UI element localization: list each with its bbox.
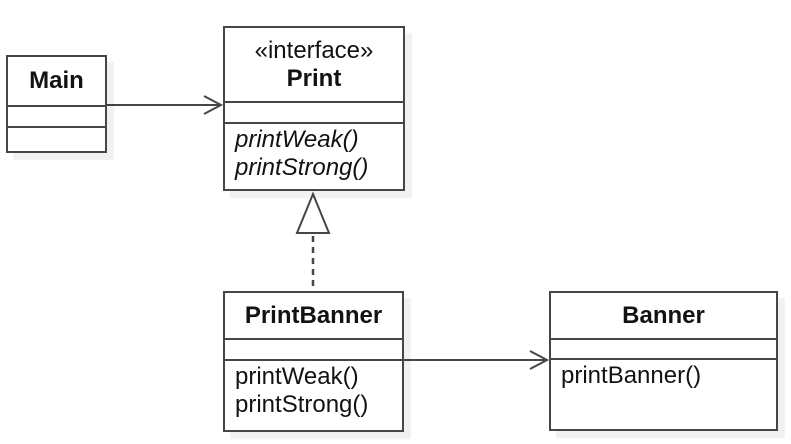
class-title: Print — [286, 64, 342, 92]
class-title: Main — [29, 67, 84, 94]
method-label: printWeak() — [235, 363, 359, 390]
title-compartment: Main — [8, 57, 105, 105]
method-label: printWeak() — [235, 126, 359, 153]
title-compartment: Banner — [551, 293, 776, 338]
class-box-main: Main — [6, 55, 107, 153]
open-arrowhead-icon — [203, 95, 224, 115]
methods-compartment: printWeak() printStrong() — [225, 122, 403, 189]
method-label: printStrong() — [235, 154, 369, 181]
open-arrowhead-icon — [529, 350, 550, 370]
class-box-print: «interface» Print printWeak() printStron… — [223, 26, 405, 191]
method-label: printStrong() — [235, 391, 369, 418]
class-box-banner: Banner printBanner() — [549, 291, 778, 431]
attributes-compartment — [225, 338, 402, 359]
class-box-printbanner: PrintBanner printWeak() printStrong() — [223, 291, 404, 432]
title-compartment: «interface» Print — [225, 28, 403, 101]
methods-compartment — [8, 126, 105, 151]
association-main-print — [107, 95, 224, 115]
methods-compartment: printBanner() — [551, 358, 776, 429]
attributes-compartment — [225, 101, 403, 122]
class-title: PrintBanner — [244, 301, 383, 329]
class-title: Banner — [622, 301, 705, 329]
attributes-compartment — [8, 105, 105, 126]
title-compartment: PrintBanner — [225, 293, 402, 338]
stereotype-label: «interface» — [254, 36, 374, 64]
realization-printbanner-print — [295, 191, 331, 290]
attributes-compartment — [551, 338, 776, 358]
association-printbanner-banner — [404, 350, 550, 370]
method-label: printBanner() — [561, 362, 702, 389]
hollow-triangle-icon — [295, 191, 331, 234]
methods-compartment: printWeak() printStrong() — [225, 359, 402, 430]
